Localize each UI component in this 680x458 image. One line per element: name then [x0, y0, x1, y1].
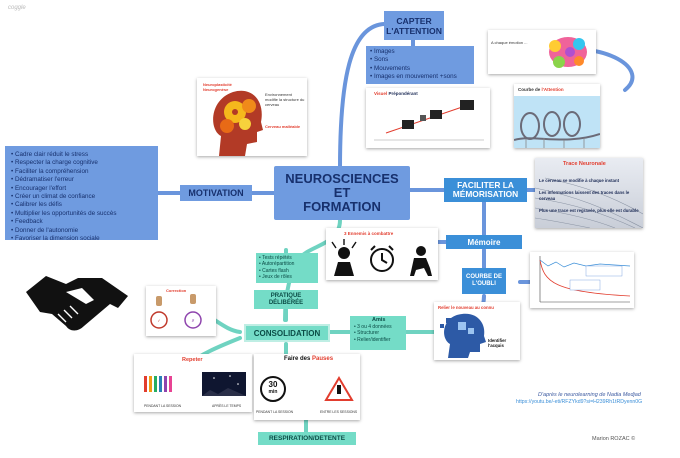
forgetting-curve-graph — [539, 256, 631, 303]
head-puzzle-image: Relier le nouveau au connu Identifier l'… — [434, 302, 520, 360]
motivation-node[interactable]: MOTIVATION — [180, 185, 252, 201]
watermark: coggle — [8, 5, 26, 11]
faciliter-node[interactable]: FACILITER LA MÉMORISATION — [444, 178, 527, 202]
trace-line: Les informations laissent des traces dan… — [539, 190, 630, 201]
coaster-image: Courbe de l'Attention — [514, 84, 600, 148]
handshake-icon — [26, 276, 128, 331]
respiration-node[interactable]: RESPIRATION/DETENTE — [258, 432, 356, 445]
combat-title: 3 Ennemis à combattre — [344, 231, 394, 236]
visuel-stairs-icon — [374, 100, 484, 141]
center-node[interactable]: NEUROSCIENCES ET FORMATION — [274, 166, 410, 220]
motivation-item: Feedback — [11, 218, 116, 226]
timer-icon: 30 min — [260, 376, 286, 402]
amis-item: Structurer — [354, 330, 392, 336]
center-line2: ET — [333, 185, 351, 200]
pratique-item: Jeux de rôles — [259, 274, 294, 280]
visuel-image: Visuel Prépondérant — [366, 88, 490, 148]
head-title: Relier le nouveau au connu — [438, 305, 494, 310]
timer-value: 30 — [268, 380, 278, 389]
brain-label1: Neuroplasticité — [203, 82, 232, 87]
brain-text2: Cerveau malléable — [265, 124, 301, 129]
brain-text: Environnement modifie la structure du ce… — [265, 92, 305, 107]
capter-list: Images Sons Mouvements Images en mouveme… — [370, 48, 457, 82]
capter-item: Images — [370, 48, 457, 56]
amis-item: 3 ou 4 données — [354, 324, 391, 330]
trace-title: Trace Neuronale — [563, 161, 606, 167]
trace-line: Plus une trace est regravée, plus elle e… — [539, 208, 639, 213]
forgetting-curve-image — [530, 252, 634, 308]
motivation-item: Créer un climat de confiance — [11, 193, 116, 201]
center-line1: NEUROSCIENCES — [285, 171, 399, 186]
memoire-node[interactable]: Mémoire — [446, 235, 522, 249]
pratique-node[interactable]: PRATIQUE DÉLIBÉRÉE — [254, 290, 318, 309]
correction-label: Correction — [166, 288, 187, 293]
head-caption: Identifier l'acquis — [488, 338, 507, 348]
amis-list: 3 ou 4 données Structurer Relier/identif… — [354, 324, 392, 343]
repeter-title: Repeter — [182, 357, 203, 363]
brain-gears-image: Neuroplasticité Neurogenèse Environnemen… — [197, 78, 307, 156]
alarm-clock-icon — [370, 245, 394, 272]
coaster-highlight: l'Attention — [541, 87, 564, 92]
pauses-cap1: PENDANT LA SESSION — [256, 410, 294, 414]
motivation-item: Calibrer les défis — [11, 201, 116, 209]
credit-link[interactable]: https://youtu.be/-eti/RFZYkd9?si=H239Rh1… — [516, 399, 643, 405]
repeter-image: Repeter PENDANT LA SESSION APRÈS LE TEMP… — [134, 354, 252, 412]
enemies-icons — [331, 239, 432, 276]
correction-image: Correction ✓ ✗ — [146, 286, 216, 336]
center-line3: FORMATION — [303, 199, 381, 214]
svg-text:✗: ✗ — [191, 318, 194, 323]
stressed-person-icon — [331, 239, 357, 276]
capter-item: Images en mouvement +sons — [370, 73, 457, 81]
markers-night-icon — [144, 372, 246, 396]
capter-item: Mouvements — [370, 65, 457, 73]
visuel-title: Prépondérant — [388, 91, 418, 96]
line-center-capter — [338, 22, 386, 170]
tired-person-icon — [410, 246, 432, 276]
motivation-list: Cadre clair réduit le stress Respecter l… — [11, 151, 117, 243]
motivation-item: Respecter la charge cognitive — [11, 159, 116, 167]
emotion-caption: A chaque émotion ... — [491, 40, 528, 45]
motivation-item: Multiplier les opportunités de succès — [11, 210, 117, 218]
warning-pause-icon — [324, 376, 354, 401]
motivation-item: Favoriser la dimension sociale — [11, 235, 116, 243]
courbe-node[interactable]: COURBE DE L'OUBLI — [462, 268, 506, 294]
amis-item: Relier/identifier — [354, 337, 392, 343]
pratique-item: Cartes flash — [259, 268, 294, 274]
emotion-image: A chaque émotion ... — [488, 30, 596, 74]
timer-unit: min — [268, 389, 278, 395]
brain-label2: Neurogenèse — [203, 87, 229, 92]
pauses-title: Faire des — [284, 356, 311, 362]
repeter-cap1: PENDANT LA SESSION — [144, 404, 182, 408]
pauses-image: Faire des Pauses 30 min PENDANT LA SESSI… — [254, 354, 360, 420]
stamp-icons: ✓ ✗ — [150, 294, 202, 329]
motivation-item: Encourager l'effort — [11, 185, 116, 193]
pratique-list: Tests répétés Autorépartition Cartes fla… — [259, 255, 295, 281]
trace-line: Le cerveau se modifie à chaque instant — [539, 178, 619, 183]
author: Marion ROZAC © — [592, 436, 636, 442]
coaster-caption: Courbe de — [518, 87, 541, 92]
pauses-cap2: ENTRE LES SESSIONS — [320, 410, 358, 414]
credit-line1: D'après le neurolearning de Nadia Medjad — [538, 392, 641, 398]
pauses-highlight: Pauses — [312, 356, 334, 362]
colorful-brain-icon — [549, 37, 587, 68]
head-gears-icon — [213, 90, 263, 156]
motivation-item: Cadre clair réduit le stress — [11, 151, 116, 159]
capter-item: Sons — [370, 56, 457, 64]
trace-neuronale-image: Trace Neuronale Le cerveau se modifie à … — [535, 158, 643, 228]
motivation-item: Faciliter la compréhension — [11, 168, 116, 176]
svg-text:✓: ✓ — [157, 318, 160, 323]
capter-node[interactable]: CAPTER L'ATTENTION — [384, 11, 444, 40]
tracks-icon — [535, 177, 643, 228]
motivation-item: Dédramatiser l'erreur — [11, 176, 116, 184]
puzzle-head-icon — [440, 313, 486, 358]
consolidation-node[interactable]: CONSOLIDATION — [244, 324, 330, 342]
pratique-item: Autorépartition — [259, 261, 295, 267]
amis-title: Amis — [372, 317, 386, 323]
motivation-item: Donner de l'autonomie — [11, 227, 116, 235]
repeter-cap2: APRÈS LE TEMPS — [212, 404, 242, 408]
visuel-label: Visuel — [374, 91, 388, 96]
roller-coaster-icon — [514, 96, 600, 148]
pratique-item: Tests répétés — [259, 255, 294, 261]
ennemis-image: 3 Ennemis à combattre — [326, 228, 438, 280]
